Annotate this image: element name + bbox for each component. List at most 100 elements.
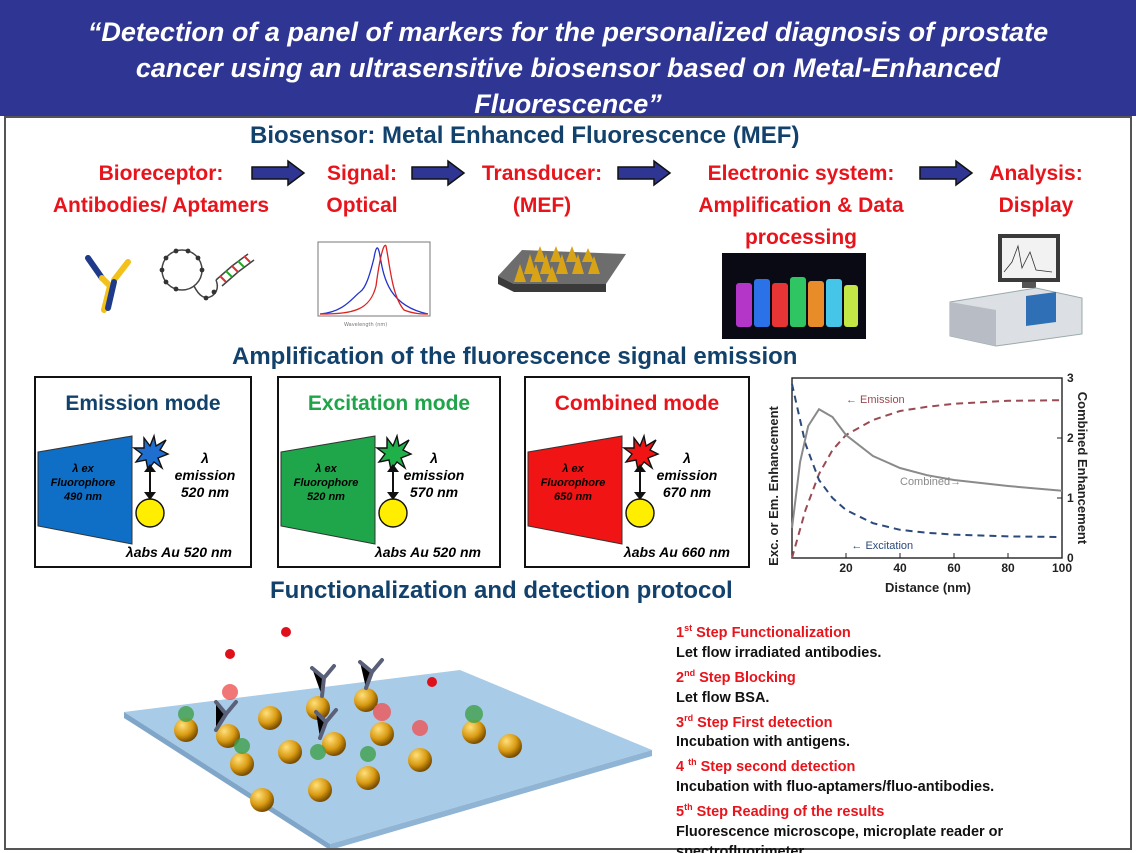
gold-nanoparticles bbox=[174, 688, 522, 812]
lambda-ex-l2: Fluorophore bbox=[50, 477, 116, 489]
lambda-em-l3: 570 nm bbox=[409, 484, 459, 500]
sensor-surface-illustration bbox=[124, 627, 652, 848]
mode-title-excitation: Excitation mode bbox=[307, 392, 471, 415]
lambda-ex-l3: 490 nm bbox=[64, 491, 102, 503]
x-tick-label: 60 bbox=[947, 561, 961, 575]
lambda-ex-label-excitation: λ ex Fluorophore 520 nm bbox=[283, 462, 369, 504]
y-tick-label: 0 bbox=[1067, 551, 1074, 565]
step-3-desc: Incubation with antigens. bbox=[676, 734, 850, 751]
x-tick-label: 20 bbox=[839, 561, 853, 575]
enhancement-chart: Exc. or Em. Enhancement Combined Enhance… bbox=[766, 371, 1090, 595]
series-label-combined: Combined→ bbox=[900, 476, 961, 488]
x-tick-label: 80 bbox=[1001, 561, 1015, 575]
stage-electronic-l1: Electronic system: bbox=[707, 162, 895, 185]
lambda-em-l1: λ bbox=[201, 450, 209, 466]
lambda-em-l3: 520 nm bbox=[180, 484, 230, 500]
step-5-desc: Fluorescence microscope, microplate read… bbox=[676, 824, 1004, 853]
step-1-heading: 1st Step Functionalization bbox=[676, 623, 851, 641]
series-excitation bbox=[791, 383, 1063, 538]
aptamer-layer bbox=[178, 684, 483, 762]
lambda-ex-l2: Fluorophore bbox=[293, 477, 359, 489]
amplification-title: Amplification of the fluorescence signal… bbox=[232, 343, 798, 370]
lambda-em-l2: emission bbox=[403, 467, 465, 483]
stage-transducer-l2: (MEF) bbox=[512, 194, 572, 217]
lambda-em-label-combined: λ emission 670 nm bbox=[652, 450, 722, 501]
lambda-ex-l1: λ ex bbox=[562, 463, 584, 475]
stage-analysis-l2: Display bbox=[998, 194, 1074, 217]
y-tick-label: 1 bbox=[1067, 491, 1074, 505]
mode-title-emission: Emission mode bbox=[65, 392, 221, 415]
lambda-em-label-excitation: λ emission 570 nm bbox=[399, 450, 469, 501]
step-4-heading: 4 th Step second detection bbox=[676, 757, 856, 776]
step-2-desc: Let flow BSA. bbox=[676, 689, 770, 706]
lambda-ex-l2: Fluorophore bbox=[540, 477, 606, 489]
title-line-3: Fluorescence” bbox=[474, 89, 662, 119]
mode-box-excitation: Excitation mode λ ex Fluorophore 520 nm … bbox=[277, 376, 501, 568]
stage-electronic-l2: Amplification & Data bbox=[698, 194, 904, 217]
mode-box-emission: Emission mode λ ex Fluorophore 490 nm λ … bbox=[34, 376, 252, 568]
fluorophore-labels bbox=[225, 627, 437, 687]
protocol-steps: 1st Step Functionalization Let flow irra… bbox=[676, 618, 1126, 853]
mode-excitation-diagram bbox=[280, 433, 413, 545]
stage-bioreceptor: Bioreceptor: Antibodies/ Aptamers bbox=[38, 158, 284, 222]
flow-arrow-icon bbox=[617, 159, 672, 187]
antibody-layer bbox=[214, 658, 384, 740]
series-combined bbox=[791, 407, 1063, 529]
lambda-em-l3: 670 nm bbox=[662, 484, 712, 500]
chart-frame bbox=[791, 377, 1063, 559]
stage-signal: Signal: Optical bbox=[318, 158, 406, 222]
protocol-title: Functionalization and detection protocol bbox=[270, 577, 733, 604]
stage-bioreceptor-l1: Bioreceptor: bbox=[98, 162, 224, 185]
series-label-excitation: ← Excitation bbox=[851, 540, 913, 552]
series-label-emission: ← Emission bbox=[846, 394, 905, 406]
lambda-ex-l1: λ ex bbox=[315, 463, 337, 475]
lambda-ex-label-combined: λ ex Fluorophore 650 nm bbox=[530, 462, 616, 504]
y-tick-label: 2 bbox=[1067, 431, 1074, 445]
stage-transducer-l1: Transducer: bbox=[481, 162, 603, 185]
x-tick-label: 100 bbox=[1052, 561, 1072, 575]
stage-electronic-l3: processing bbox=[744, 226, 858, 249]
stage-signal-l1: Signal: bbox=[326, 162, 397, 185]
mode-combined-diagram bbox=[527, 433, 660, 545]
lambda-ex-label-emission: λ ex Fluorophore 490 nm bbox=[40, 462, 126, 504]
chart-xlabel: Distance (nm) bbox=[885, 580, 971, 595]
svg-text:Wavelength (nm): Wavelength (nm) bbox=[344, 322, 387, 328]
flow-arrow-icon bbox=[251, 159, 306, 187]
lambda-ex-l1: λ ex bbox=[72, 463, 94, 475]
step-4-desc: Incubation with fluo-aptamers/fluo-antib… bbox=[676, 779, 995, 796]
stage-analysis-l1: Analysis: bbox=[989, 162, 1083, 185]
mode-title-combined: Combined mode bbox=[554, 392, 720, 415]
title-line-1: “Detection of a panel of markers for the… bbox=[87, 17, 1049, 47]
step-3-heading: 3rd Step First detection bbox=[676, 712, 833, 731]
mode-box-combined: Combined mode λ ex Fluorophore 650 nm λ … bbox=[524, 376, 750, 568]
mef-substrate-icon bbox=[498, 246, 626, 292]
step-2-heading: 2nd Step Blocking bbox=[676, 667, 796, 686]
x-tick-label: 40 bbox=[893, 561, 907, 575]
stage-electronic: Electronic system: Amplification & Data … bbox=[680, 158, 922, 254]
stage-analysis: Analysis: Display bbox=[978, 158, 1094, 222]
y-tick-label: 3 bbox=[1067, 371, 1074, 385]
mode-emission-diagram bbox=[37, 433, 170, 545]
stage-bioreceptor-l2: Antibodies/ Aptamers bbox=[52, 194, 270, 217]
chart-ylabel-left: Exc. or Em. Enhancement bbox=[766, 406, 781, 566]
lambda-em-label-emission: λ emission 520 nm bbox=[170, 450, 240, 501]
lambda-em-l2: emission bbox=[174, 467, 236, 483]
chart-ylabel-right: Combined Enhancement bbox=[1075, 392, 1090, 545]
content-frame bbox=[4, 116, 1132, 850]
antibody-icon bbox=[85, 255, 131, 313]
lambda-em-l1: λ bbox=[683, 450, 691, 466]
spectrum-icon: Wavelength (nm) bbox=[317, 241, 431, 328]
step-5-heading: 5th Step Reading of the results bbox=[676, 802, 885, 821]
abs-label-emission: λabs Au 520 nm bbox=[125, 544, 232, 560]
stage-signal-l2: Optical bbox=[326, 194, 398, 217]
step-1-desc: Let flow irradiated antibodies. bbox=[676, 644, 882, 661]
flow-arrow-icon bbox=[919, 159, 974, 187]
spectrofluorimeter-icon bbox=[949, 234, 1083, 347]
lambda-em-l1: λ bbox=[430, 450, 438, 466]
lambda-ex-l3: 520 nm bbox=[307, 491, 345, 503]
abs-label-excitation: λabs Au 520 nm bbox=[374, 544, 481, 560]
series-emission bbox=[791, 399, 1063, 559]
lambda-em-l2: emission bbox=[656, 467, 718, 483]
page-header: “Detection of a panel of markers for the… bbox=[0, 0, 1136, 119]
lambda-ex-l3: 650 nm bbox=[554, 491, 592, 503]
